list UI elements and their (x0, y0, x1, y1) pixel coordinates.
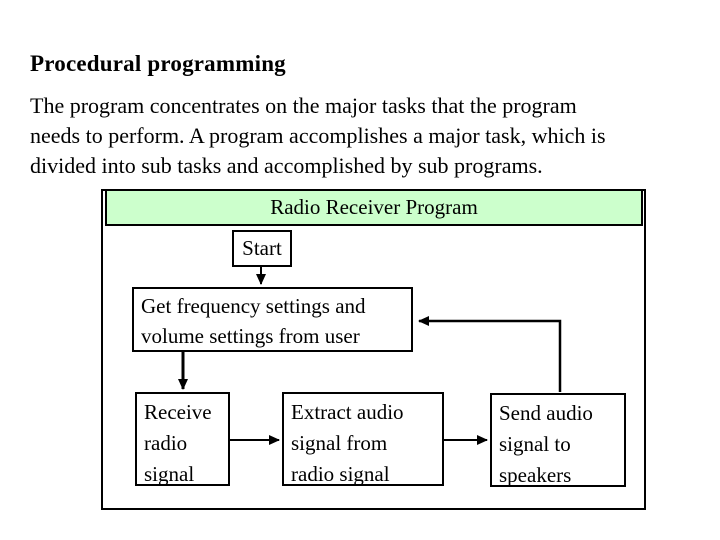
flowchart-node-receive-radio-signal: Receive radio signal (135, 392, 230, 486)
slide-title: Procedural programming (30, 51, 286, 76)
flowchart-node-extract-audio-signal: Extract audio signal from radio signal (282, 392, 444, 486)
flowchart-node-start: Start (232, 230, 292, 267)
flowchart-node-send-audio-signal: Send audio signal to speakers (490, 393, 626, 487)
program-title-bar: Radio Receiver Program (105, 189, 643, 226)
slide-body-paragraph: The program concentrates on the major ta… (30, 93, 606, 178)
flowchart-node-get-settings: Get frequency settings and volume settin… (132, 287, 413, 352)
